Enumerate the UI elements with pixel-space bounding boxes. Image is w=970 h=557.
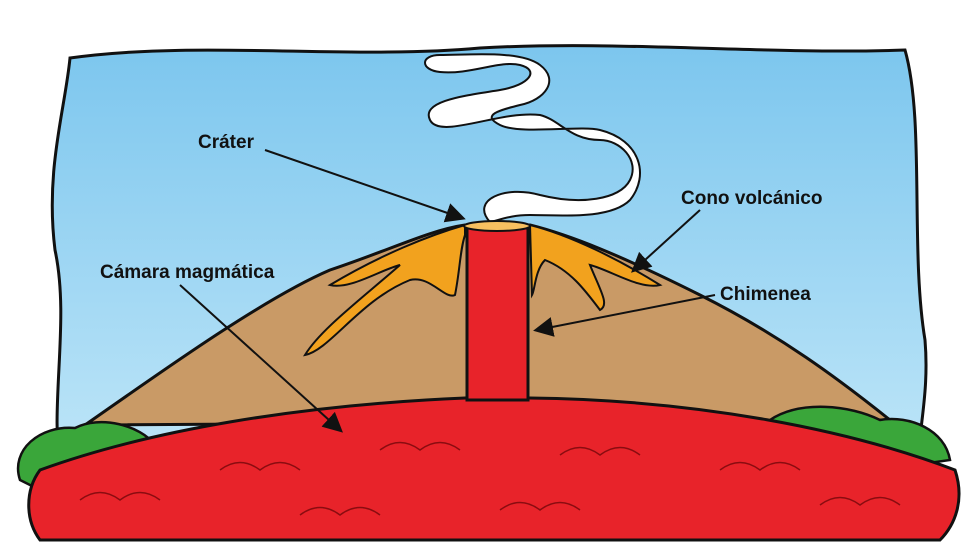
chimney-arrow xyxy=(533,294,716,337)
lava-flow xyxy=(302,223,663,357)
smoke-plume xyxy=(424,53,641,224)
crater-arrow xyxy=(264,149,466,223)
cone-arrow xyxy=(631,209,701,273)
label-cone: Cono volcánico xyxy=(681,188,822,209)
magma-chamber xyxy=(27,396,961,542)
magma-texture xyxy=(79,441,901,516)
magma-chamber-arrow xyxy=(179,284,343,433)
label-chimney: Chimenea xyxy=(720,284,811,305)
label-magma-chamber: Cámara magmática xyxy=(100,262,275,283)
label-crater: Cráter xyxy=(198,132,255,153)
crater xyxy=(463,220,531,232)
chimney xyxy=(465,226,530,402)
